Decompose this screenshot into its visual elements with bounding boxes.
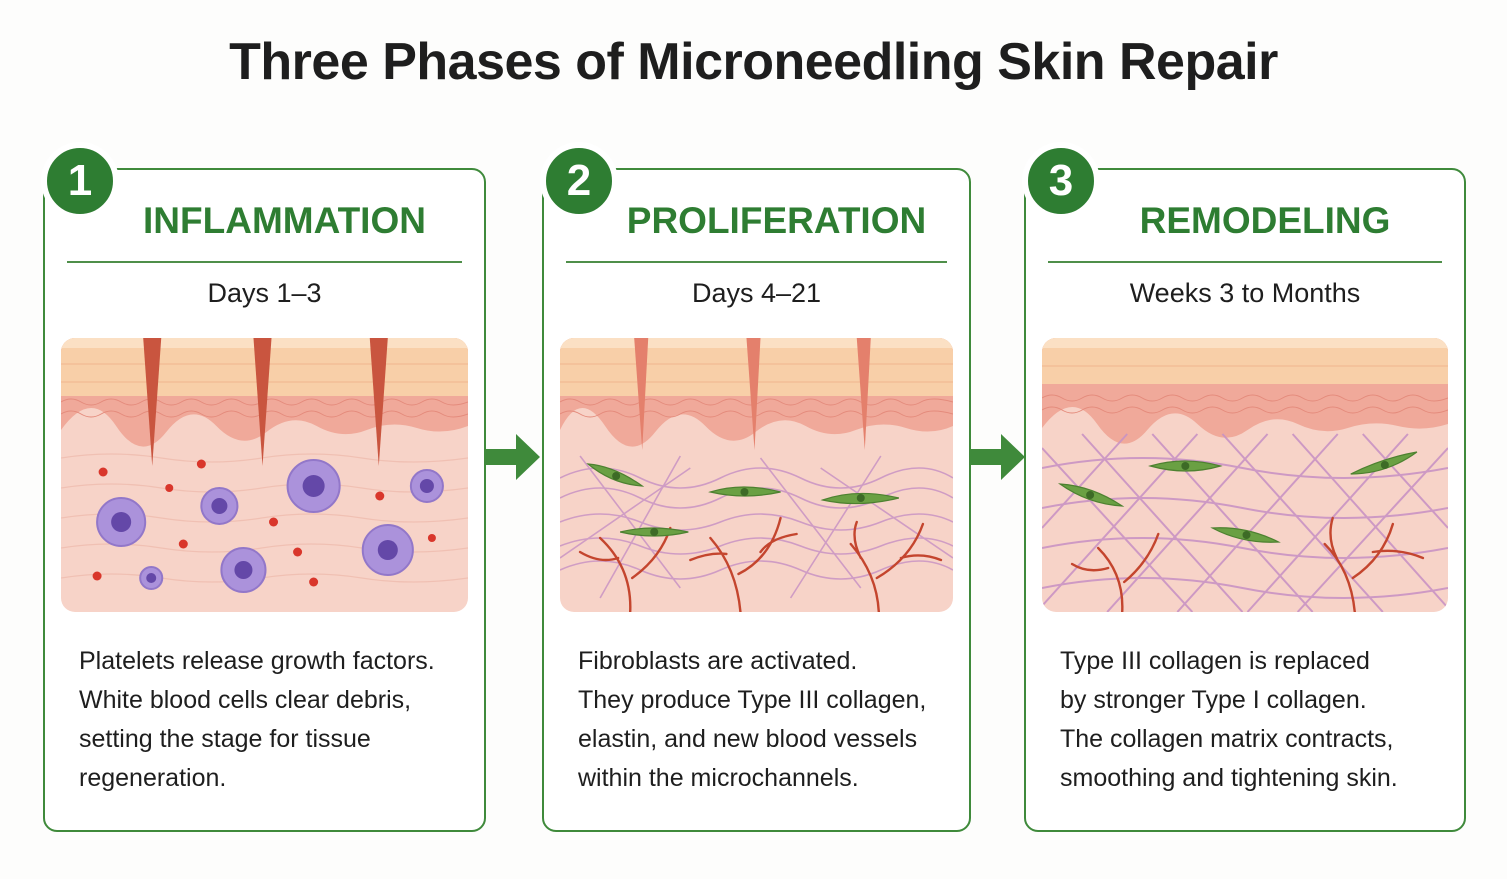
skin-cross-section-icon (61, 338, 468, 612)
description-line: setting the stage for tissue (79, 725, 371, 753)
phase-duration: Days 4–21 (691, 278, 822, 308)
skin-cross-section-icon (1042, 338, 1448, 612)
phase-title: INFLAMMATION (143, 200, 426, 241)
phase-card-inflammation: 1 INFLAMMATION Days 1–3 (41, 142, 486, 832)
divider (566, 261, 947, 263)
page-title: Three Phases of Microneedling Skin Repai… (229, 33, 1278, 91)
description-line: The collagen matrix contracts, (1060, 725, 1394, 753)
phase-number-badge: 2 (540, 142, 618, 220)
description-line: White blood cells clear debris, (79, 686, 412, 714)
phase-number-badge: 1 (41, 142, 119, 220)
description-line: within the microchannels. (578, 764, 859, 792)
phase-description: Type III collagen is replaced by stronge… (1060, 642, 1446, 798)
skin-cross-section-icon (560, 338, 953, 612)
description-line: regeneration. (79, 764, 227, 792)
skin-illustration-remodeling (1042, 338, 1448, 612)
arrow-right-icon (486, 434, 540, 480)
phase-card-proliferation: 2 PROLIFERATION Days 4–21 (540, 142, 971, 832)
skin-illustration-inflammation (61, 338, 468, 612)
phase-duration: Weeks 3 to Months (1129, 278, 1361, 308)
description-line: Fibroblasts are activated. (578, 647, 858, 675)
phase-title: PROLIFERATION (626, 200, 927, 241)
phase-number-badge: 3 (1022, 142, 1100, 220)
arrow-right-icon (971, 434, 1025, 480)
divider (1048, 261, 1442, 263)
skin-illustration-proliferation (560, 338, 953, 612)
phase-title: REMODELING (1139, 200, 1391, 241)
phase-duration: Days 1–3 (207, 278, 322, 308)
phase-card-remodeling: 3 REMODELING Weeks 3 to Months (1022, 142, 1466, 832)
description-line: smoothing and tightening skin. (1060, 764, 1398, 792)
phase-description: Platelets release growth factors. White … (79, 642, 466, 798)
description-line: Type III collagen is replaced (1060, 647, 1370, 675)
description-line: Platelets release growth factors. (79, 647, 435, 675)
description-line: by stronger Type I collagen. (1060, 686, 1367, 714)
description-line: elastin, and new blood vessels (578, 725, 918, 753)
phase-description: Fibroblasts are activated. They produce … (578, 642, 951, 798)
description-line: They produce Type III collagen, (578, 686, 927, 714)
divider (67, 261, 462, 263)
